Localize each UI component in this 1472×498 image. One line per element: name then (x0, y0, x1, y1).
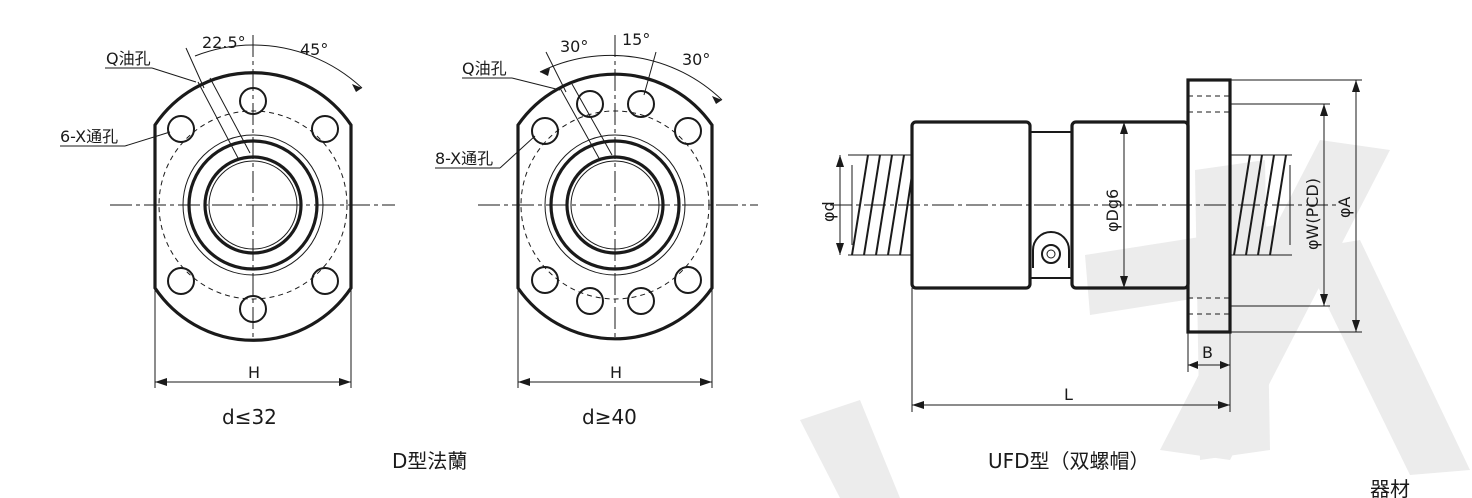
bolt-hole (239, 87, 267, 115)
through-hole-label: 6-X通孔 (60, 127, 118, 146)
pcd-circle (520, 110, 710, 300)
flange (1186, 78, 1232, 334)
pcd-circle (158, 110, 348, 300)
bolt-holes (167, 87, 339, 323)
bolt-hole (167, 267, 195, 295)
flange-view-small: 22.5° 45° Q油孔 6-X通孔 H d≤32 (60, 33, 395, 429)
dim-dg6-label: φDg6 (1103, 189, 1122, 232)
width-label: H (610, 363, 622, 382)
screw-thread-left (848, 154, 913, 256)
nut-body-circle (549, 139, 681, 271)
bolt-hole (627, 287, 655, 315)
oil-hole-line (559, 87, 601, 161)
bolt-hole (311, 267, 339, 295)
oil-hole-line (197, 81, 239, 159)
flange-view-large: 30° 15° 30° Q油孔 8-X通孔 H d≥40 (435, 30, 758, 429)
angle-label: 45° (300, 40, 328, 59)
watermark (800, 140, 1470, 498)
width-label: H (248, 363, 260, 382)
side-view: φd φDg6 φW(PCD) φA B L UFD型（双螺帽） (819, 78, 1362, 473)
corner-text: 器材 (1370, 477, 1410, 498)
through-hole-label: 8-X通孔 (435, 149, 493, 168)
bolt-hole (311, 115, 339, 143)
bolt-hole (674, 266, 702, 294)
bolt-hole (167, 115, 195, 143)
bolt-hole (674, 117, 702, 145)
caption-large: d≥40 (582, 405, 637, 429)
side-view-caption: UFD型（双螺帽） (988, 449, 1150, 473)
bolt-hole (576, 90, 604, 118)
oil-hole-label: Q油孔 (106, 49, 151, 68)
nut-body-circle (187, 139, 319, 271)
dim-pcd-label: φW(PCD) (1303, 178, 1322, 250)
bolt-hole (239, 295, 267, 323)
flange-outline (516, 72, 714, 341)
bolt-hole (627, 90, 655, 118)
bolt-hole (531, 266, 559, 294)
flange-type-caption: D型法蘭 (392, 449, 467, 473)
angle-label: 15° (622, 30, 650, 49)
oil-nipple (1032, 231, 1070, 268)
oil-hole-label: Q油孔 (462, 59, 507, 78)
screw-thread-right (1230, 154, 1292, 256)
dim-d-label: φd (819, 201, 838, 222)
flange-outline (153, 71, 353, 342)
angle-label: 30° (560, 37, 588, 56)
dim-b-label: B (1202, 343, 1213, 362)
angle-label: 22.5° (202, 33, 246, 52)
bolt-hole (531, 117, 559, 145)
angle-label: 30° (682, 50, 710, 69)
dim-a-label: φA (1335, 196, 1354, 218)
caption-small: d≤32 (222, 405, 277, 429)
bolt-hole (576, 287, 604, 315)
bolt-holes (531, 90, 702, 315)
dim-l-label: L (1064, 385, 1073, 404)
